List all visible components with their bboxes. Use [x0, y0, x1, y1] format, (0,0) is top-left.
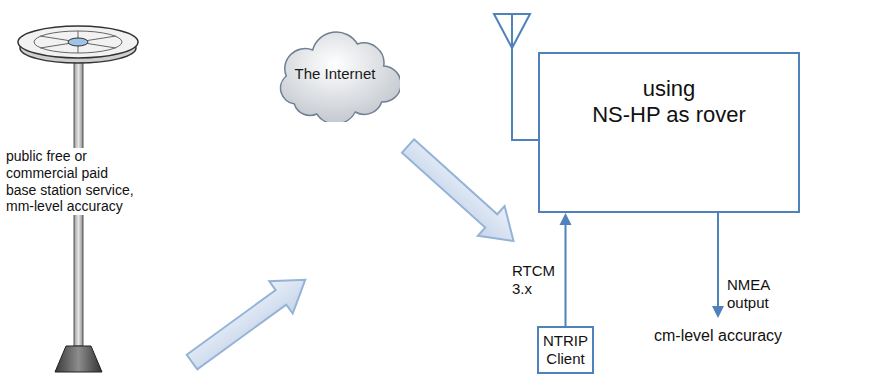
receiver-box: using NS-HP as rover: [538, 52, 800, 213]
service-note: public free or commercial paid base stat…: [6, 148, 134, 215]
text-line: NS-HP as rover: [592, 102, 746, 128]
accuracy-note-text: cm-level accuracy: [654, 326, 782, 345]
signal-name-text: NMEA output: [727, 276, 770, 312]
text-line: public free or: [6, 148, 134, 165]
rover-antenna: [494, 14, 538, 140]
text-line: NMEA: [727, 276, 770, 294]
text-line: mm-level accuracy: [6, 198, 134, 215]
text-line: 3.x: [512, 280, 555, 298]
node-text: using NS-HP as rover: [592, 76, 746, 129]
text-line: NTRIP: [543, 332, 588, 350]
node-text: NTRIP Client: [543, 332, 588, 368]
node-text: The Internet: [295, 65, 376, 83]
protocol-name: RTCM 3.x: [512, 262, 555, 298]
text-line: RTCM: [512, 262, 555, 280]
text-line: Client: [543, 350, 588, 368]
text-line: commercial paid: [6, 165, 134, 182]
cloud-node: The Internet: [270, 26, 400, 122]
arrow-head: [560, 213, 572, 225]
text-line: base station service,: [6, 182, 134, 199]
flow-arrow: [180, 264, 317, 376]
accuracy-note: cm-level accuracy: [654, 326, 782, 345]
text-line: output: [727, 294, 770, 312]
flow-arrow: [395, 131, 527, 256]
edge-label: RTCM 3.x: [512, 262, 555, 298]
output-arrow: [712, 213, 724, 318]
connector-line: [565, 223, 567, 326]
service-note-text: public free or commercial paid base stat…: [6, 148, 134, 215]
text-line: using: [592, 76, 746, 102]
client-box: NTRIP Client: [537, 326, 594, 374]
connector: [560, 213, 572, 326]
signal-name: NMEA output: [727, 276, 770, 312]
